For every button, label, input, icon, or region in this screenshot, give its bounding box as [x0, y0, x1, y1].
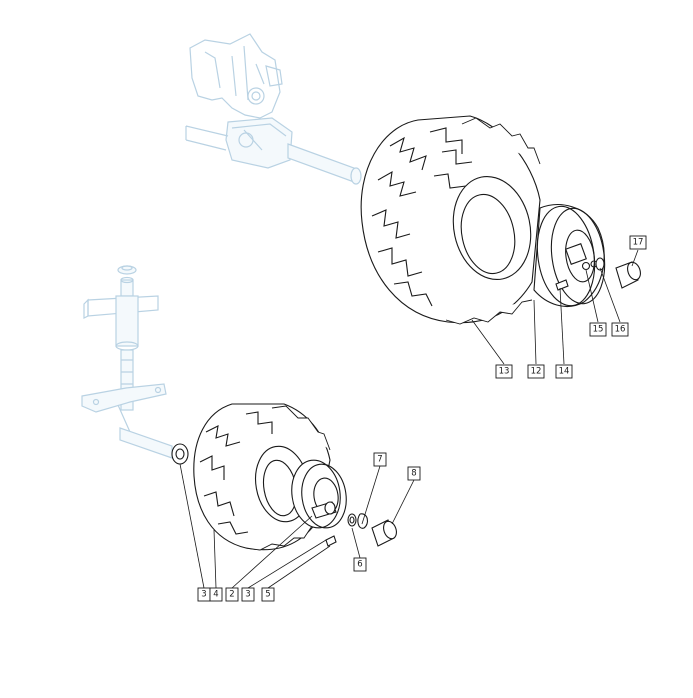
callout-label: 12	[531, 367, 542, 377]
callout-label: 17	[633, 238, 644, 248]
front-hub-cap	[371, 519, 397, 547]
front-rim	[291, 459, 347, 529]
front-valve-stem	[325, 535, 337, 547]
callout-label: 7	[377, 455, 382, 465]
callout-label: 3	[245, 590, 250, 600]
callout-label: 4	[213, 590, 218, 600]
rear-hub-cap	[615, 261, 641, 289]
rear-valve-stem	[555, 279, 569, 291]
front-spacer	[171, 443, 189, 465]
callout-6: 6	[353, 557, 367, 572]
leader-lines	[179, 249, 639, 589]
ghost-rear-transaxle	[185, 33, 362, 185]
callout-17: 17	[629, 235, 647, 250]
callout-label: 6	[357, 560, 362, 570]
callout-label: 5	[265, 590, 270, 600]
callout-15: 15	[589, 322, 607, 337]
callout-4: 4	[209, 587, 223, 602]
rear-tire-opening	[452, 175, 532, 281]
callout-label: 13	[499, 367, 510, 377]
callout-7: 7	[373, 452, 387, 467]
callout-label: 2	[229, 590, 234, 600]
callout-8: 8	[407, 466, 421, 481]
rear-rim	[533, 204, 606, 307]
callout-label: 8	[411, 469, 416, 479]
front-washer	[347, 513, 357, 527]
callout-5: 5	[261, 587, 275, 602]
callout-3-right: 3	[241, 587, 255, 602]
callout-3-left: 3	[197, 587, 211, 602]
callout-13: 13	[495, 364, 513, 379]
callout-16: 16	[611, 322, 629, 337]
callout-label: 3	[201, 590, 206, 600]
callout-label: 14	[559, 367, 570, 377]
callout-2: 2	[225, 587, 239, 602]
front-clip	[357, 513, 369, 529]
rear-washer	[595, 257, 605, 271]
ghost-front-axle	[81, 265, 173, 459]
callout-label: 16	[615, 325, 626, 335]
callout-label: 15	[593, 325, 604, 335]
callout-12: 12	[527, 364, 545, 379]
callout-14: 14	[555, 364, 573, 379]
